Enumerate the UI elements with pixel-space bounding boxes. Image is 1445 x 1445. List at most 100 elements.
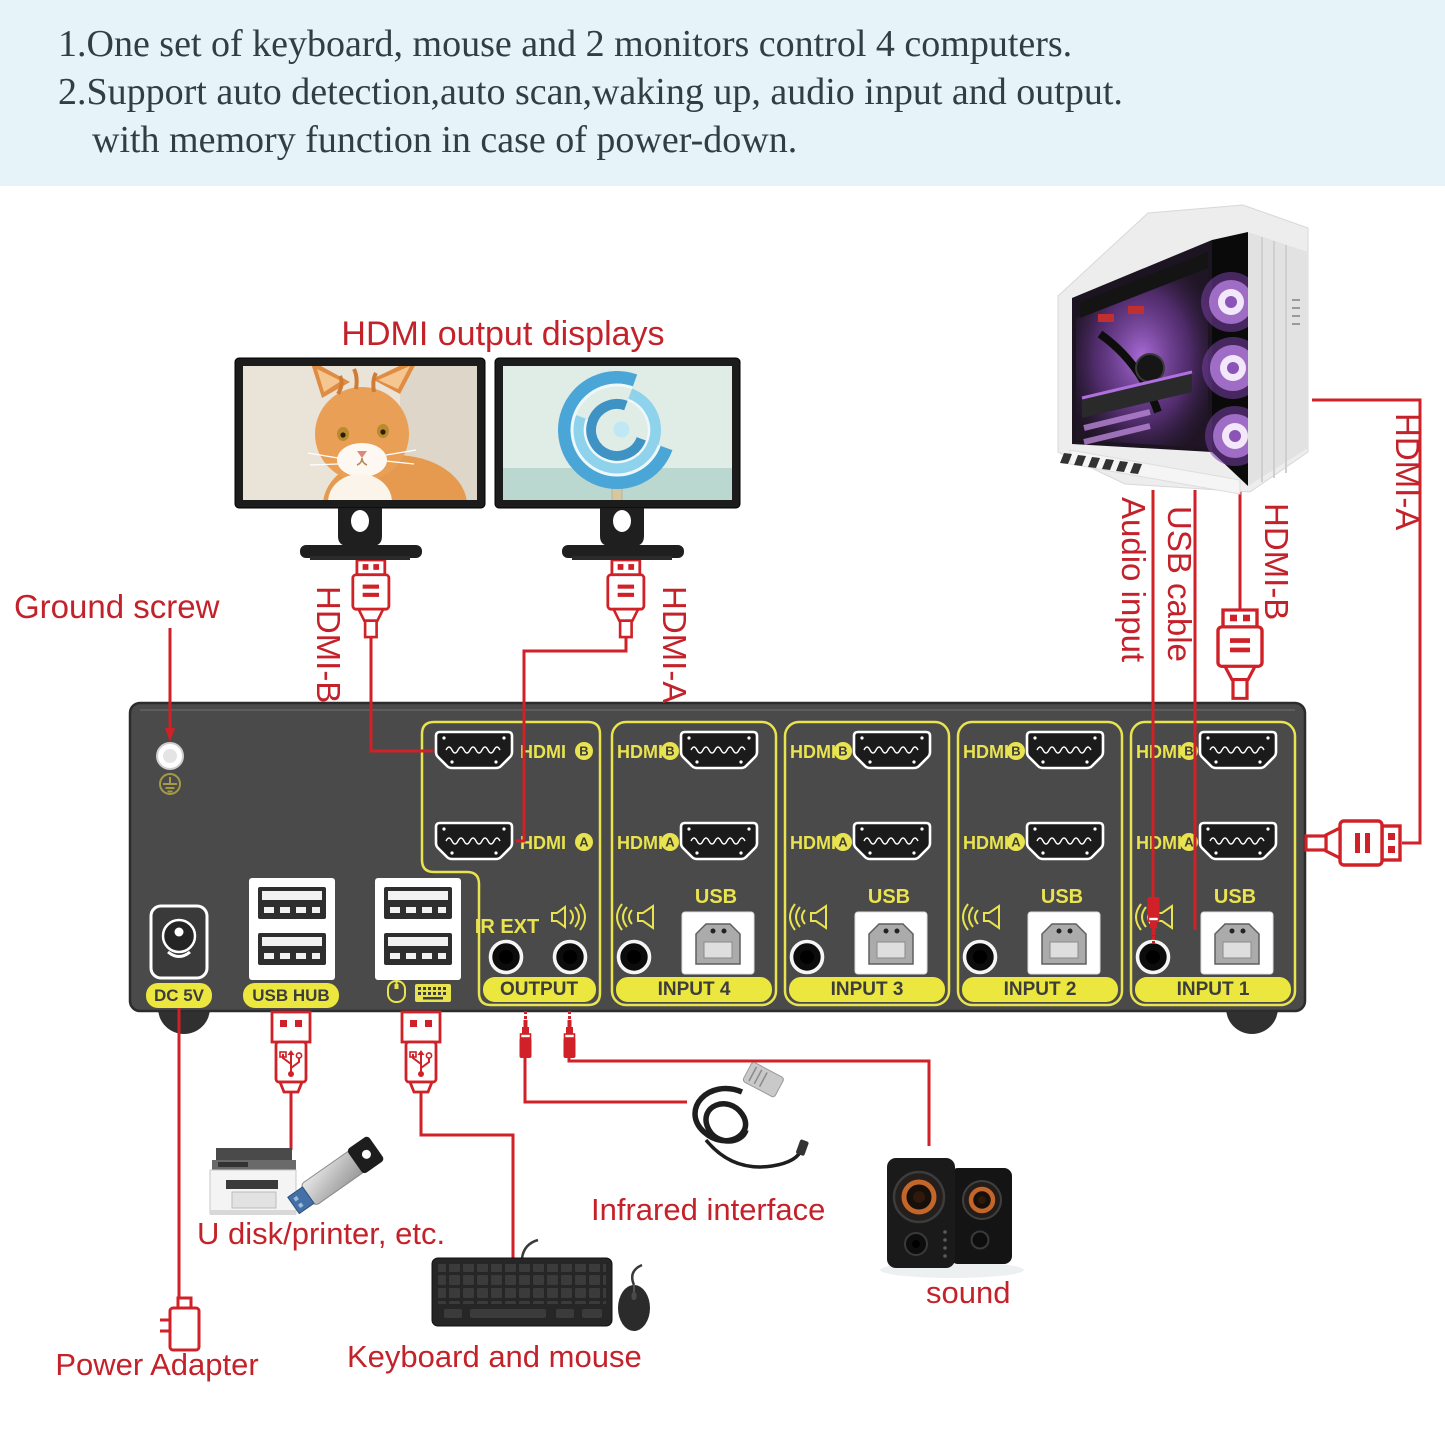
input3-hdmi-b-port (852, 730, 932, 770)
input3-usb-b-port (854, 911, 928, 975)
pc-hdmi-a-line (1312, 398, 1422, 845)
keyboard (431, 1238, 613, 1327)
dc-5v-badge (146, 983, 212, 1008)
usb-hub-label: USB HUB (252, 986, 329, 1005)
speaker-line (567, 1058, 931, 1146)
power-adapter-label: Power Adapter (55, 1347, 259, 1382)
output-section: HDMI B HDMI A IR EXT OUTPUT (420, 720, 602, 1007)
hdmi-a-connector-icon (606, 558, 646, 639)
output-hdmi-b-label: HDMI (520, 742, 566, 762)
monitor-hdmi-b-label: HDMI-B (310, 586, 347, 704)
input1-usb-b-port (1200, 911, 1274, 975)
sound-label: sound (926, 1275, 1011, 1310)
input3-audio-jack (789, 939, 825, 975)
dc-5v-label: DC 5V (154, 986, 205, 1005)
power-adapter-icon (160, 1296, 201, 1352)
svg-text:B: B (579, 744, 588, 759)
output-hdmi-a-port (434, 821, 514, 861)
input2-section: HDMI B HDMI A USB INPUT 2 (956, 720, 1124, 1007)
svg-text:USB: USB (1041, 886, 1083, 908)
monitor-a-cable-line (516, 637, 628, 843)
speaker-left (887, 1158, 955, 1268)
feature-line-3: with memory function in case of power-do… (92, 119, 798, 161)
usb-plug-icon-km (400, 1010, 442, 1094)
infrared-interface-label: Infrared interface (591, 1192, 826, 1227)
svg-text:A: A (579, 835, 589, 850)
usb-flash-drive (287, 1136, 384, 1215)
kvm-switch-rear-panel: DC 5V USB HUB (128, 701, 1307, 1034)
cat-wallpaper (307, 366, 477, 500)
output-hdmi-b-port (434, 730, 514, 770)
feature-line-2: 2.Support auto detection,auto scan,wakin… (58, 71, 1123, 113)
input4-hdmi-a-port (679, 821, 759, 861)
pc-hdmi-a-connector-icon (1304, 819, 1402, 867)
svg-text:HDMI: HDMI (963, 742, 1009, 762)
input2-usb-b-port (1027, 911, 1101, 975)
connection-lines (168, 398, 1422, 1302)
ground-arrowhead (165, 728, 175, 742)
input1-hdmi-b-port (1198, 730, 1278, 770)
ground-symbol-icon (159, 773, 181, 795)
pc-hdmi-b-label: HDMI-B (1258, 503, 1295, 621)
pc-hdmi-a-label: HDMI-A (1389, 413, 1426, 531)
ir-ext-label: IR EXT (475, 916, 539, 938)
svg-text:A: A (838, 835, 848, 850)
mouse-icon (387, 980, 406, 1003)
svg-text:HDMI: HDMI (1136, 833, 1182, 853)
svg-text:USB: USB (868, 886, 910, 908)
keyboard-mouse-line (419, 1092, 515, 1266)
svg-text:HDMI: HDMI (790, 742, 836, 762)
svg-text:B: B (1011, 744, 1020, 759)
ir-ext-jack (488, 939, 524, 975)
output-badge (483, 977, 596, 1002)
speaker-right (950, 1168, 1012, 1264)
input2-hdmi-b-port (1025, 730, 1105, 770)
pc-bottom-vents (1060, 453, 1142, 474)
svg-text:B: B (1184, 744, 1193, 759)
input4-hdmi-b-port (679, 730, 759, 770)
audio-out-plug-icon (562, 1010, 577, 1059)
printer (209, 1148, 297, 1215)
svg-text:INPUT 1: INPUT 1 (1177, 979, 1250, 1000)
infrared-cable (692, 1061, 809, 1169)
usb-hub-ports (249, 878, 335, 980)
svg-text:A: A (665, 835, 675, 850)
monitor-left (234, 357, 486, 560)
input1-audio-jack (1135, 939, 1171, 975)
pc-rgb-fans (1201, 272, 1265, 466)
svg-text:INPUT 2: INPUT 2 (1004, 979, 1077, 1000)
keyboard-mouse-label: Keyboard and mouse (347, 1339, 642, 1374)
svg-text:USB: USB (1214, 886, 1256, 908)
svg-text:HDMI: HDMI (617, 833, 663, 853)
svg-text:B: B (665, 744, 674, 759)
output-hdmi-a-label: HDMI (520, 833, 566, 853)
svg-text:A: A (1011, 835, 1021, 850)
input3-hdmi-a-port (852, 821, 932, 861)
svg-text:USB: USB (695, 886, 737, 908)
input2-hdmi-a-port (1025, 821, 1105, 861)
input4-section: HDMI B HDMI A USB INPUT 4 (610, 720, 778, 1007)
input2-audio-jack (962, 939, 998, 975)
input1-hdmi-a-port (1198, 821, 1278, 861)
svg-text:HDMI: HDMI (617, 742, 663, 762)
audio-out-jack (552, 939, 588, 975)
hdmi-b-connector-icon (351, 558, 391, 639)
audio-input-label: Audio input (1115, 497, 1152, 663)
mouse (618, 1263, 650, 1331)
input4-audio-jack (616, 939, 652, 975)
feature-line-1: 1.One set of keyboard, mouse and 2 monit… (58, 23, 1073, 65)
pc-hdmi-b-connector-icon (1216, 608, 1264, 701)
u-disk-printer-label: U disk/printer, etc. (197, 1216, 446, 1251)
svg-text:HDMI: HDMI (1136, 742, 1182, 762)
ground-screw (156, 742, 184, 770)
svg-text:OUTPUT: OUTPUT (500, 979, 579, 1000)
monitor-right (494, 357, 741, 560)
pc-tower (1057, 204, 1309, 495)
input1-section: HDMI B HDMI A USB INPUT 1 (1129, 720, 1297, 1007)
input4-usb-b-port (681, 911, 755, 975)
usb-cable-label: USB cable (1161, 506, 1198, 662)
dc-power-jack (149, 904, 209, 980)
usb-hub-badge (243, 983, 339, 1008)
